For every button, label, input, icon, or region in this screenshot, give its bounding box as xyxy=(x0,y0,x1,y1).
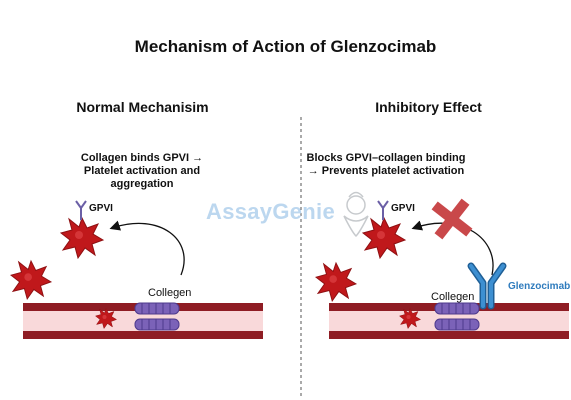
watermark-part2: Genie xyxy=(272,199,335,224)
left-caption-line: Platelet activation and xyxy=(83,165,201,177)
left-gpvi-receptor-icon xyxy=(75,200,87,221)
right-free-platelet-icon xyxy=(315,262,357,302)
left-panel-caption: Collagen binds GPVI → Platelet activatio… xyxy=(22,152,262,191)
left-caption-line: aggregation xyxy=(110,178,174,190)
right-collagen-label: Collegen xyxy=(431,291,475,303)
block-cross-icon xyxy=(431,198,473,240)
right-caption-line: → Prevents platelet activation xyxy=(307,165,465,177)
left-activated-platelet-icon xyxy=(60,217,104,259)
watermark: AssayGenie xyxy=(206,199,335,225)
left-panel-heading: Normal Mechanisim xyxy=(76,99,209,115)
left-free-platelet-icon xyxy=(10,260,52,300)
left-caption-line: Collagen binds GPVI → xyxy=(80,152,204,164)
left-gpvi-label: GPVI xyxy=(89,203,113,214)
antibody-icon xyxy=(467,262,507,310)
left-binding-arrow xyxy=(109,220,185,276)
antibody-label: Glenzocimab xyxy=(508,281,571,292)
watermark-part1: Assay xyxy=(206,199,273,224)
right-gpvi-label: GPVI xyxy=(391,203,415,214)
right-panel-caption: Blocks GPVI–collagen binding → Prevents … xyxy=(266,152,506,178)
right-binding-arrow xyxy=(411,220,494,276)
right-caption-line: Blocks GPVI–collagen binding xyxy=(306,152,466,164)
right-panel-heading: Inhibitory Effect xyxy=(375,99,482,115)
diagram-title: Mechanism of Action of Glenzocimab xyxy=(134,37,437,56)
genie-logo-icon xyxy=(343,191,369,238)
right-gpvi-receptor-icon xyxy=(377,200,389,221)
right-activated-platelet-icon xyxy=(362,217,406,259)
left-collagen-label: Collegen xyxy=(148,287,192,299)
